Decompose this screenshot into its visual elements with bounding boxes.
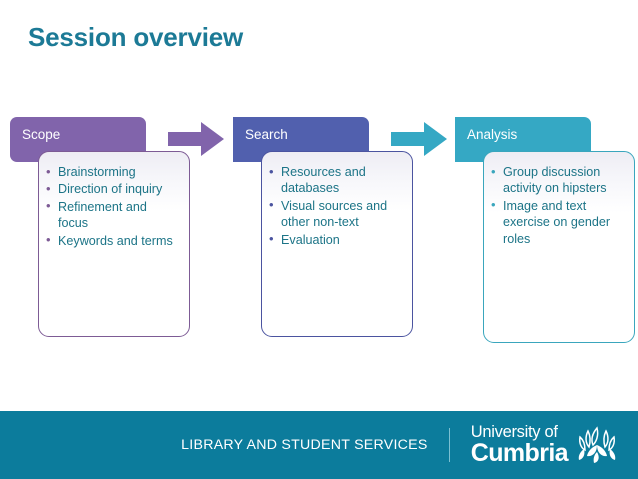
footer-bar: LIBRARY AND STUDENT SERVICES University …: [0, 411, 638, 479]
process-flow-diagram: Scope Brainstorming Direction of inquiry…: [0, 0, 638, 410]
list-item: Keywords and terms: [45, 232, 180, 249]
list-item: Evaluation: [268, 231, 403, 248]
list-item: Group discussion activity on hipsters: [490, 164, 625, 197]
university-of-label: University of: [470, 422, 558, 441]
list-item: Refinement and focus: [45, 198, 180, 232]
phase-bullet-list-analysis: Group discussion activity on hipsters Im…: [490, 164, 625, 247]
page-title: Session overview: [28, 22, 244, 52]
list-item: Image and text exercise on gender roles: [490, 197, 625, 247]
arrow-right-icon-scope-to-search: [168, 121, 225, 157]
library-student-services-label: LIBRARY AND STUDENT SERVICES: [181, 437, 428, 453]
phase-bullet-list-scope: Brainstorming Direction of inquiry Refin…: [45, 163, 180, 249]
phase-bullet-list-search: Resources and databases Visual sources a…: [268, 164, 403, 248]
cumbria-leaf-logo-icon: [574, 425, 620, 465]
phase-card-search: Resources and databases Visual sources a…: [261, 151, 413, 337]
list-item: Direction of inquiry: [45, 181, 180, 198]
arrow-right-icon-search-to-analysis: [391, 121, 448, 157]
footer-divider: [448, 428, 450, 462]
phase-card-analysis: Group discussion activity on hipsters Im…: [483, 151, 635, 343]
footer-branding: LIBRARY AND STUDENT SERVICES University …: [181, 411, 620, 479]
list-item: Visual sources and other non-text: [268, 197, 403, 231]
university-wordmark: University of Cumbria: [470, 422, 569, 468]
list-item: Resources and databases: [268, 164, 403, 197]
phase-card-scope: Brainstorming Direction of inquiry Refin…: [38, 151, 190, 337]
list-item: Brainstorming: [45, 163, 180, 180]
university-logo-lockup: University of Cumbria: [471, 424, 620, 467]
cumbria-label: Cumbria: [470, 439, 569, 468]
